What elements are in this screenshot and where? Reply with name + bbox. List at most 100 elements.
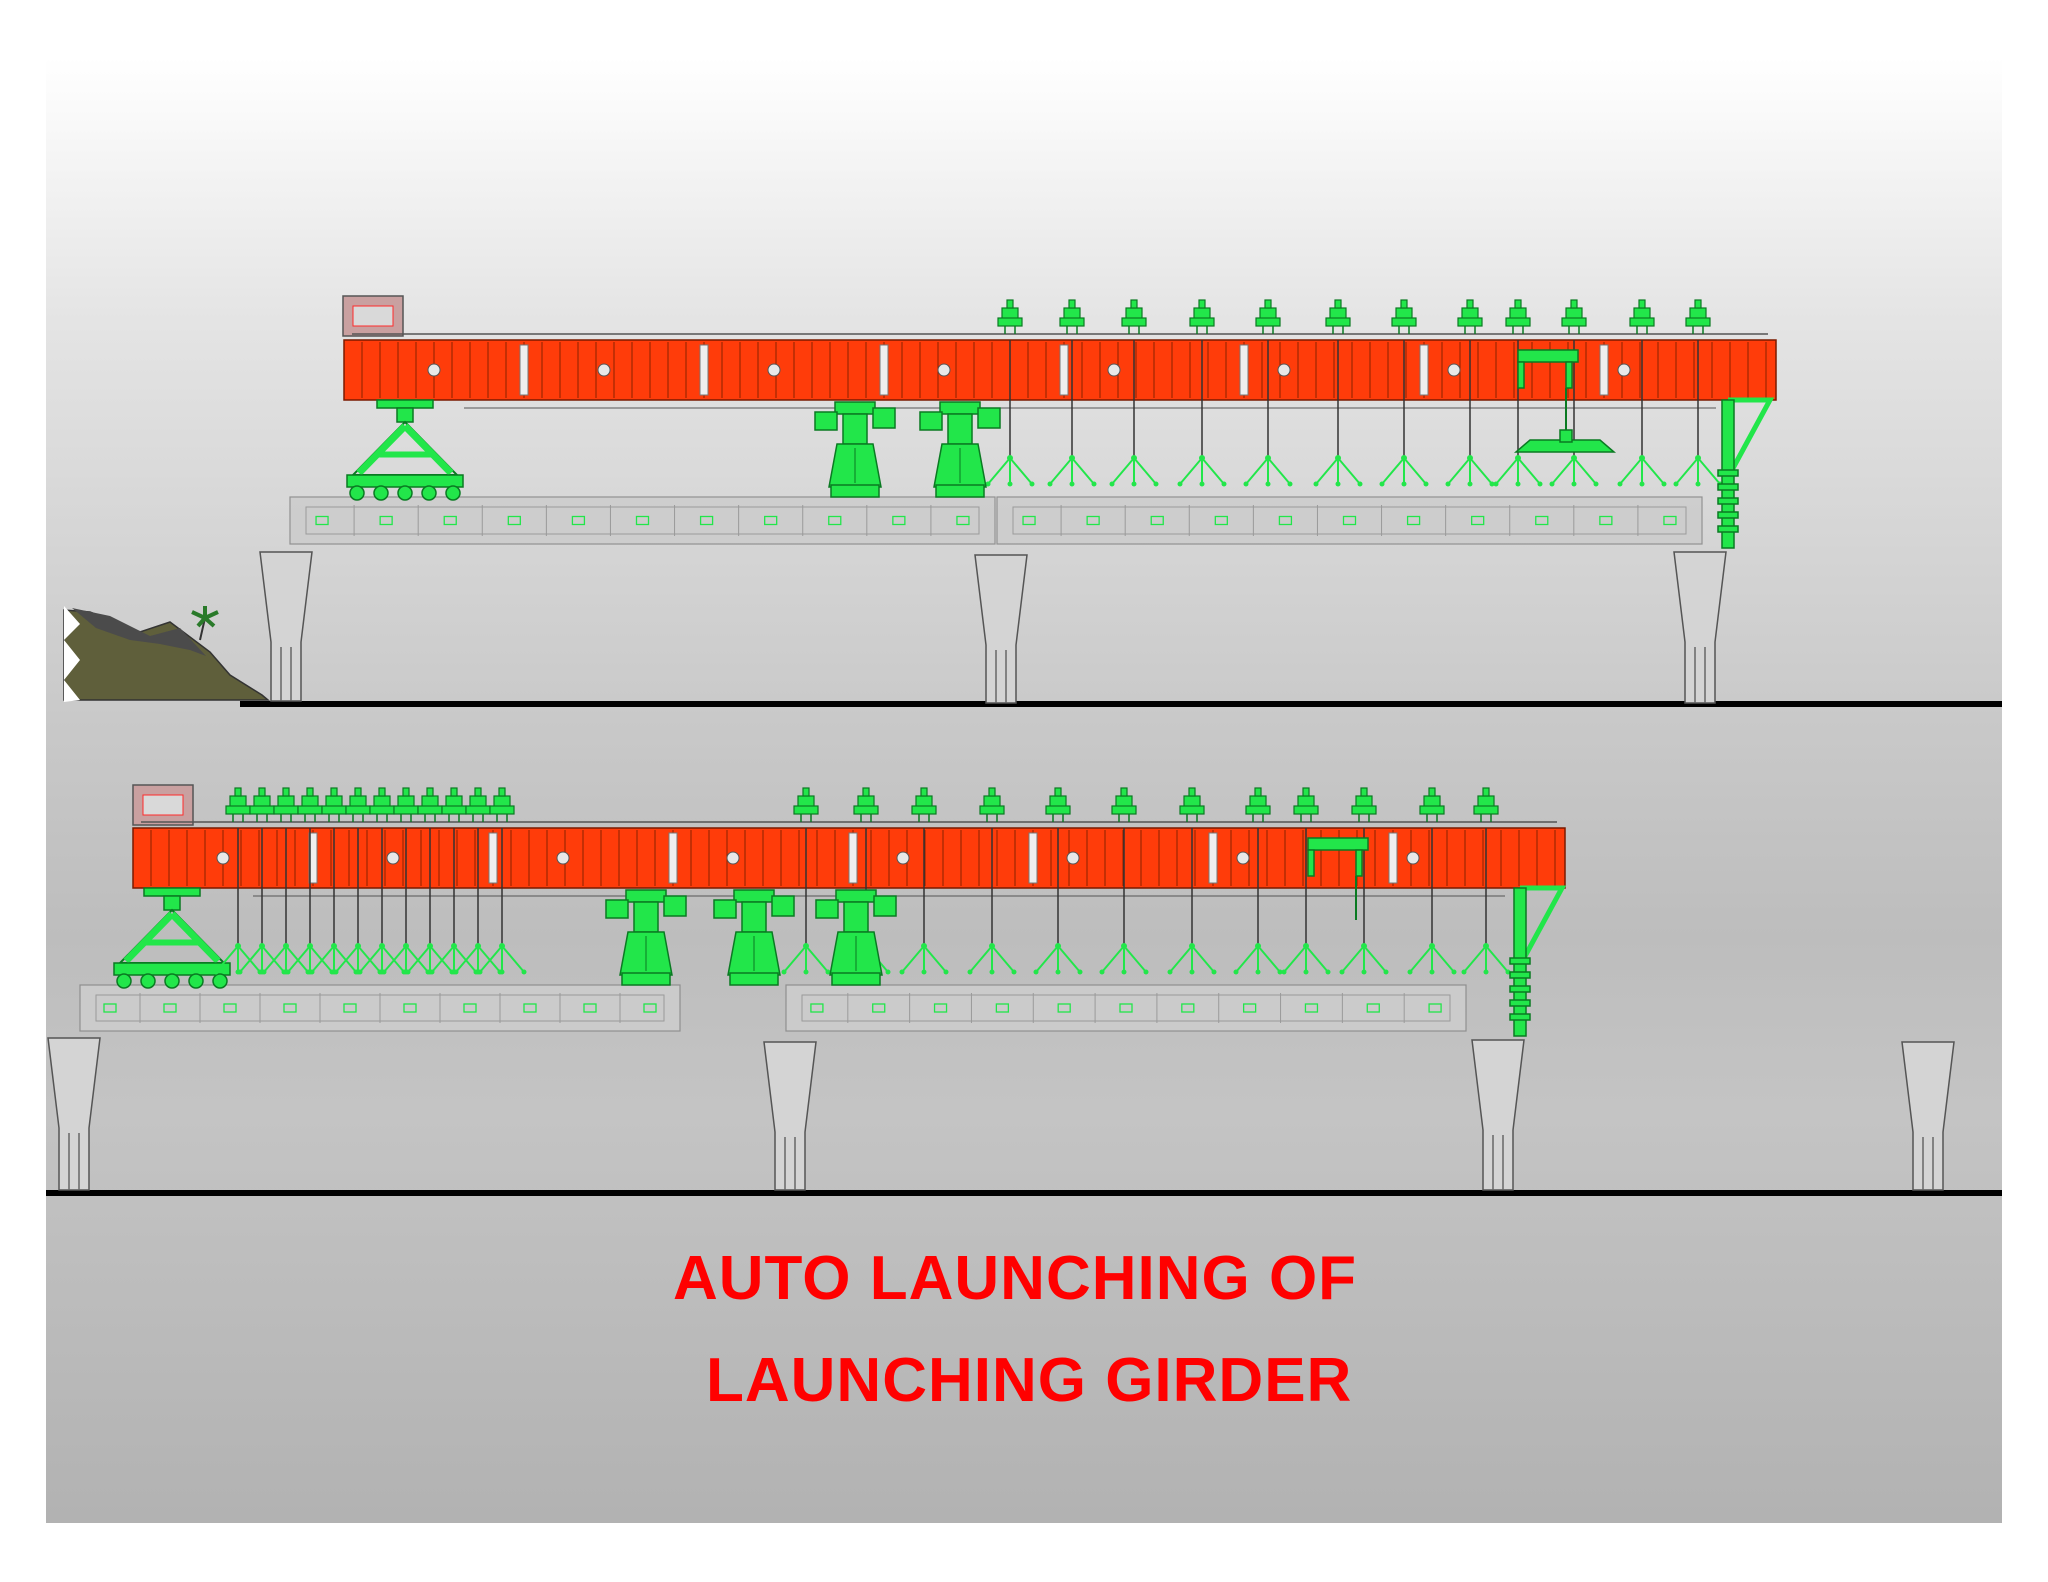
middle-support-leg (713, 889, 795, 986)
pier (1471, 1039, 1525, 1191)
segment-marker (379, 515, 393, 526)
winch-hoist (1561, 299, 1587, 334)
segment-row (785, 984, 1467, 1032)
lifting-hanger (967, 828, 1017, 975)
segment-marker (1406, 515, 1421, 526)
segment-marker (1471, 515, 1485, 526)
segment-row (289, 496, 996, 545)
trolley-wheel (445, 485, 461, 501)
girder-joint (1066, 851, 1080, 865)
winch-hoist (1419, 787, 1445, 822)
winch-hoist (273, 787, 299, 822)
winch-hoist (1245, 787, 1271, 822)
segment-marker (283, 1003, 297, 1013)
trolley-wheel (349, 485, 365, 501)
lifting-hanger (1493, 340, 1543, 487)
pier (259, 551, 313, 702)
lifting-hanger (985, 340, 1035, 487)
segment-marker (163, 1003, 177, 1013)
segment-marker (315, 515, 329, 526)
girder-joint (216, 851, 230, 865)
winch-hoist (1685, 299, 1711, 334)
winch-hoist (249, 787, 275, 822)
control-cabin (342, 295, 404, 337)
segment-marker (828, 515, 842, 526)
winch-hoist (417, 787, 443, 822)
trolley-wheel (140, 973, 156, 989)
lifting-hanger (781, 828, 831, 975)
segment-marker (1150, 515, 1164, 526)
winch-hoist (1255, 299, 1281, 334)
segment-marker (507, 515, 521, 526)
girder-joint (767, 363, 781, 377)
segment-marker (523, 1003, 537, 1013)
title-line-1: AUTO LAUNCHING OF (673, 1244, 1358, 1313)
middle-support-leg (605, 889, 687, 986)
lifting-hanger (477, 828, 527, 975)
girder-splice (1208, 832, 1218, 884)
girder-splice (668, 832, 678, 884)
segment-row (996, 496, 1703, 545)
lifting-hanger (1233, 828, 1283, 975)
lifting-hanger (1167, 828, 1217, 975)
girder-splice (519, 344, 529, 396)
girder-splice (879, 344, 889, 396)
trolley-wheel (212, 973, 228, 989)
segment-marker (699, 515, 714, 526)
winch-hoist (1293, 787, 1319, 822)
pier (47, 1037, 101, 1191)
hill-terrain (63, 606, 271, 702)
lifting-hanger (213, 828, 263, 975)
winch-hoist (1059, 299, 1085, 334)
segment-marker (1086, 515, 1100, 526)
girder-splice (1028, 832, 1038, 884)
segment-marker (810, 1003, 824, 1013)
girder-joint (1447, 363, 1461, 377)
segment-marker (403, 1003, 417, 1013)
segment-marker (995, 1003, 1010, 1013)
winch-hoist (1121, 299, 1147, 334)
girder-truss (343, 333, 1777, 409)
winch-hoist (345, 787, 371, 822)
segment-marker (1181, 1003, 1195, 1013)
segment-marker (463, 1003, 477, 1013)
girder-truss (132, 821, 1566, 897)
girder-joint (597, 363, 611, 377)
lifting-hanger (285, 828, 335, 975)
lifting-hanger (899, 828, 949, 975)
girder-splice (1388, 832, 1398, 884)
lifting-hanger (1099, 828, 1149, 975)
winch-hoist (297, 787, 323, 822)
girder-joint (556, 851, 570, 865)
middle-support-leg (814, 401, 896, 498)
segment-marker (1304, 1003, 1319, 1013)
segment-marker (1663, 515, 1677, 526)
front-support-leg (1509, 885, 1567, 1037)
pier (974, 554, 1028, 704)
lifting-hanger (1033, 828, 1083, 975)
segment-marker (443, 515, 457, 526)
segment-marker (223, 1003, 237, 1013)
girder-joint (726, 851, 740, 865)
girder-joint (427, 363, 441, 377)
winch-hoist (1505, 299, 1531, 334)
lifting-hanger (1281, 828, 1331, 975)
girder-splice (1599, 344, 1609, 396)
winch-hoist (441, 787, 467, 822)
segment-marker (1342, 515, 1357, 526)
hoist-crane (1513, 349, 1617, 453)
front-support-leg (1717, 397, 1775, 549)
segment-marker (343, 1003, 357, 1013)
girder-splice (699, 344, 709, 396)
girder-splice (308, 832, 318, 884)
segment-marker (1119, 1003, 1133, 1013)
winch-hoist (793, 787, 819, 822)
segment-row (79, 984, 681, 1032)
pier (763, 1041, 817, 1191)
segment-marker (1057, 1003, 1071, 1013)
winch-hoist (911, 787, 937, 822)
winch-hoist (369, 787, 395, 822)
ground-line (240, 701, 2002, 707)
segment-marker (933, 1003, 948, 1013)
